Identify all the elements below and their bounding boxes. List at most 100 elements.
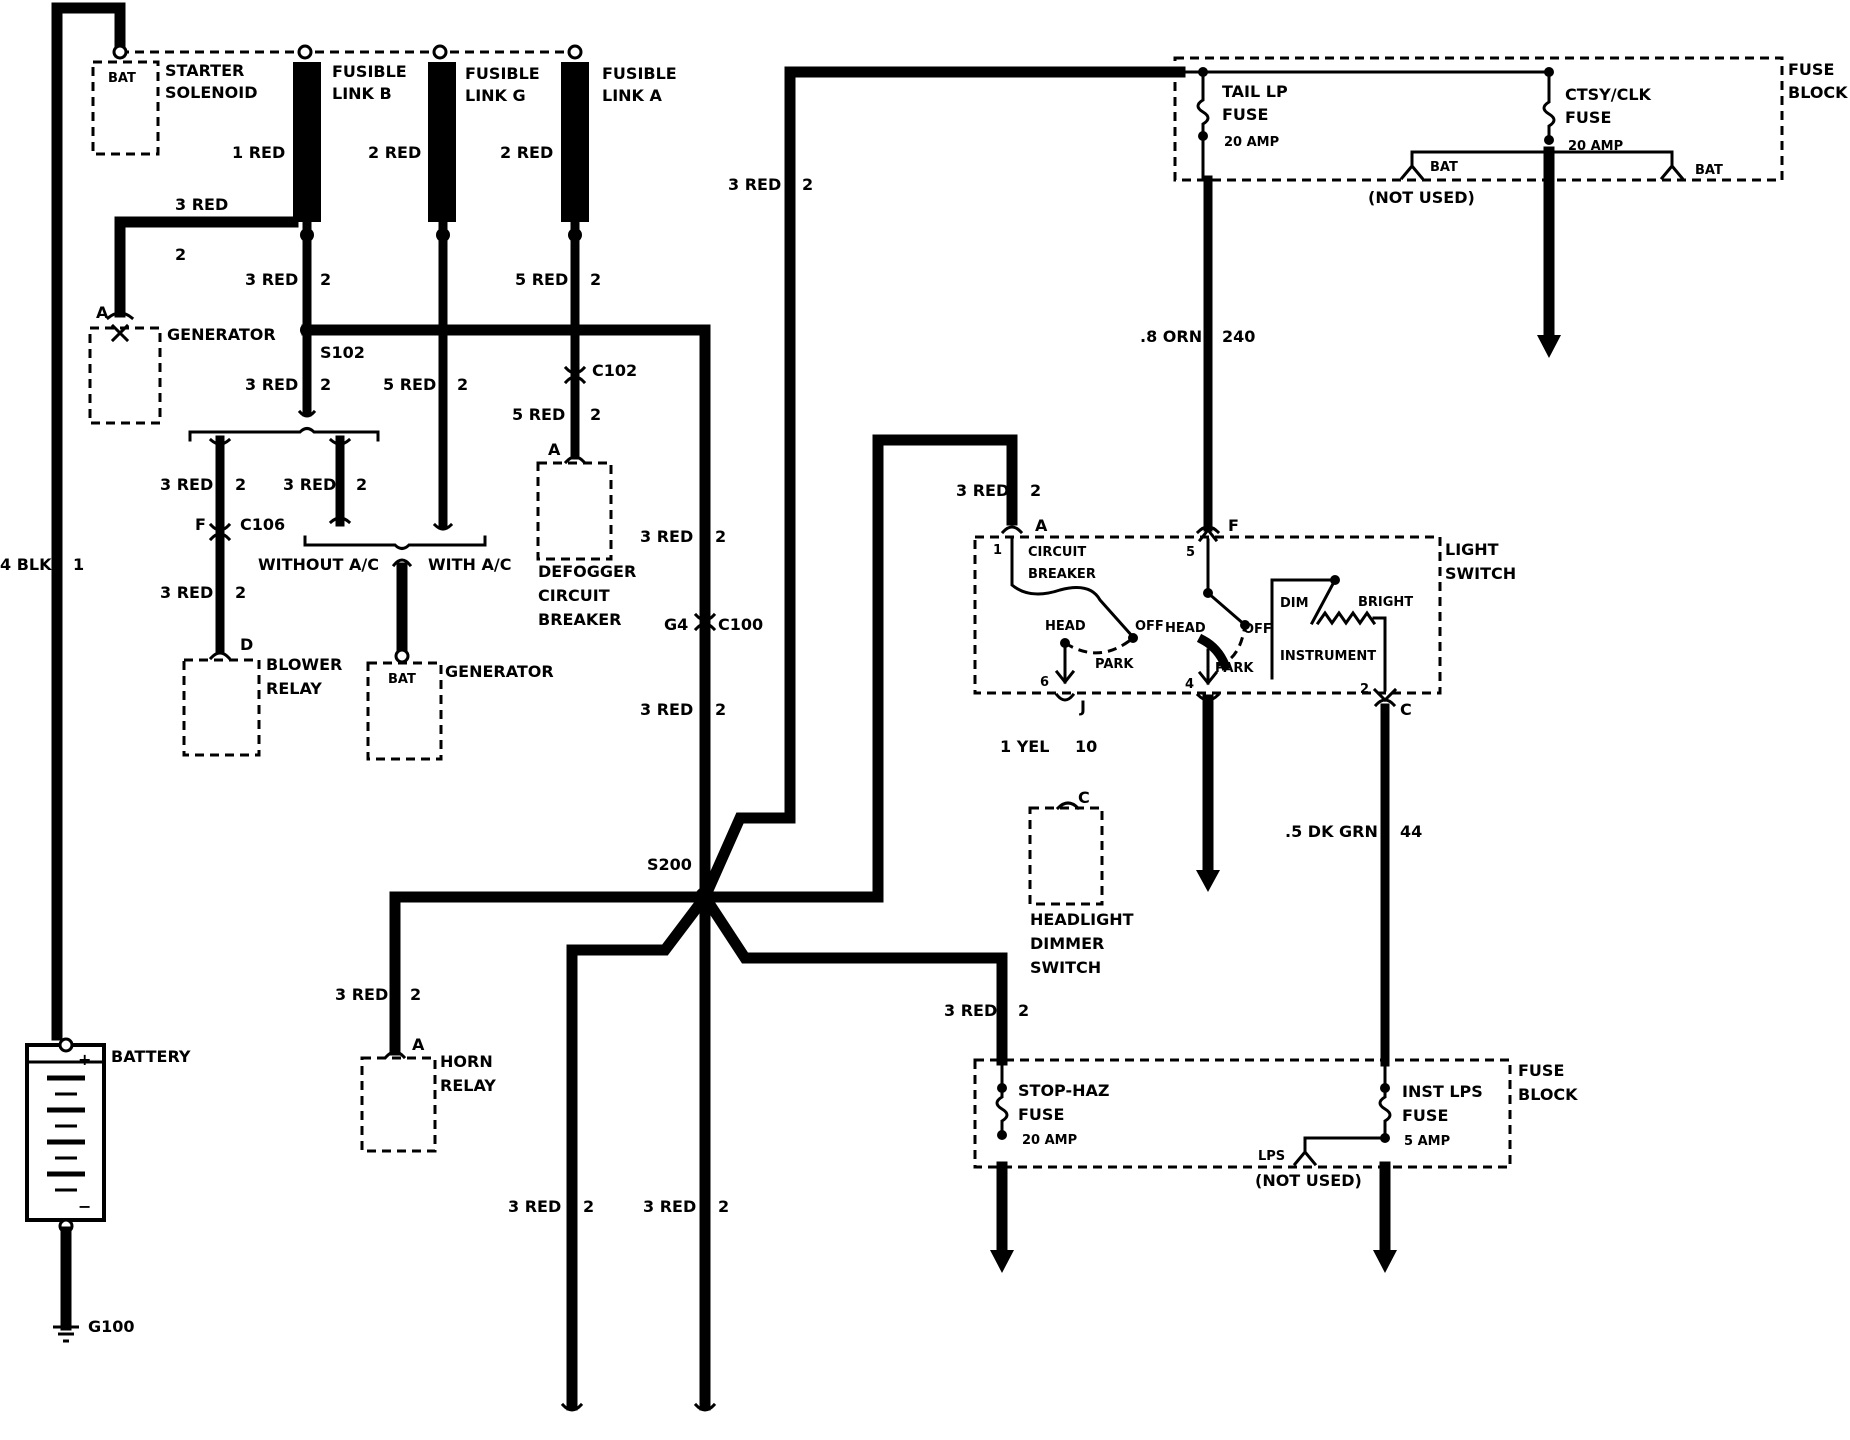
- wire-label-5red-defog-circuit: 2: [590, 405, 601, 424]
- wire-label-3red-bl-circuit: 2: [583, 1197, 594, 1216]
- wire-label-orn: .8 ORN: [1140, 327, 1202, 346]
- g4-label: G4: [664, 615, 688, 634]
- blower-relay-box: [182, 658, 261, 757]
- defogger-label-3: BREAKER: [538, 610, 621, 629]
- stop-haz-bottom-node: [997, 1130, 1007, 1140]
- head1-label: HEAD: [1045, 619, 1086, 634]
- wire-label-yel-circuit: 10: [1075, 737, 1097, 756]
- blower-connector-bottom: [208, 651, 232, 661]
- wire-label-5red-c102: 5 RED: [515, 270, 568, 289]
- dim-contact: [1330, 575, 1340, 585]
- wire-label-3red-horn-circuit: 2: [410, 985, 421, 1004]
- tail-fuse-symbol: [1196, 70, 1210, 182]
- inst-lps-label-3: 5 AMP: [1404, 1134, 1450, 1149]
- generator2-box: [366, 661, 443, 761]
- switch-j-connector: [1054, 692, 1076, 702]
- wire-label-3red-c106-up-circuit: 2: [235, 475, 246, 494]
- wire-label-dkgrn: .5 DK GRN: [1285, 822, 1378, 841]
- instrument-label: INSTRUMENT: [1280, 649, 1376, 664]
- horn-connector: [383, 1050, 407, 1060]
- wire-label-3red-switch-circuit: 2: [1030, 481, 1041, 500]
- s200-to-light-switch-wire: [699, 434, 1018, 903]
- wire-label-3red-bl: 3 RED: [508, 1197, 561, 1216]
- ctsy-output-arrow-icon: [1537, 335, 1561, 358]
- stop-haz-label-3: 20 AMP: [1022, 1133, 1077, 1148]
- wire-label-yel: 1 YEL: [1000, 737, 1049, 756]
- defogger-connector: [563, 455, 587, 465]
- bat-terminal-b: [1659, 150, 1685, 181]
- starter-solenoid-bat: BAT: [108, 71, 136, 86]
- fuse-block-bottom-label-2: BLOCK: [1518, 1085, 1578, 1104]
- pin-1: 1: [993, 543, 1002, 558]
- wire-label-3red-c100-up: 3 RED: [640, 527, 693, 546]
- wire-label-5red-withac: 5 RED: [383, 375, 436, 394]
- wire-label-3red-s102: 3 RED: [245, 270, 298, 289]
- circuit-breaker-label-2: BREAKER: [1028, 567, 1096, 582]
- wire-label-3red-c100-down: 3 RED: [640, 700, 693, 719]
- c102-label: C102: [592, 361, 637, 380]
- solenoid-bat-terminal: [112, 44, 128, 60]
- stop-haz-label-2: FUSE: [1018, 1105, 1064, 1124]
- inst-lps-label-1: INST LPS: [1402, 1082, 1483, 1101]
- generator2-label: GENERATOR: [445, 662, 554, 681]
- stop-haz-output-arrow-icon: [990, 1250, 1014, 1273]
- starter-solenoid-box: [91, 60, 160, 156]
- lps-label: LPS: [1258, 1149, 1285, 1164]
- fuse-block-bottom-label-1: FUSE: [1518, 1061, 1564, 1080]
- link-b-node: [300, 228, 314, 242]
- s200-to-top-fuse-wire: [697, 66, 1186, 905]
- wire-label-3red-gen-circuit: 2: [175, 245, 186, 264]
- inst-lps-top-node: [1380, 1083, 1390, 1093]
- battery-label: BATTERY: [111, 1047, 191, 1066]
- fuse-block-top-label-1: FUSE: [1788, 60, 1834, 79]
- pin-2: 2: [1360, 682, 1369, 697]
- generator-label: GENERATOR: [167, 325, 276, 344]
- light-switch-label-2: SWITCH: [1445, 564, 1516, 583]
- s200-to-stop-fuse-wire: [697, 889, 1008, 1066]
- blower-relay-label-2: RELAY: [266, 679, 322, 698]
- generator2-bat-label: BAT: [388, 672, 416, 687]
- wire-label-3red-c100-up-circuit: 2: [715, 527, 726, 546]
- stop-haz-fuse-symbol: [995, 1058, 1009, 1137]
- ctsy-fuse-label-3: 20 AMP: [1568, 139, 1623, 154]
- fusible-link-b: [293, 62, 321, 222]
- fusible-link-g: [428, 62, 456, 222]
- park2-label: PARK: [1215, 661, 1254, 676]
- generator-feed-wire: [114, 216, 299, 318]
- tail-fuse-label-3: 20 AMP: [1224, 135, 1279, 150]
- not-used-bottom-label: (NOT USED): [1255, 1171, 1362, 1190]
- with-ac-connector: [432, 522, 454, 531]
- wire-label-dkgrn-circuit: 44: [1400, 822, 1422, 841]
- fusible-link-b-label-1: FUSIBLE: [332, 62, 407, 81]
- c106-label: C106: [240, 515, 285, 534]
- head2-label: HEAD: [1165, 621, 1206, 636]
- blower-relay-label-1: BLOWER: [266, 655, 342, 674]
- ac-merge-bracket: [303, 535, 487, 550]
- dim-label: DIM: [1280, 596, 1309, 611]
- light-switch-label-1: LIGHT: [1445, 540, 1499, 559]
- pin-c-switch: C: [1400, 700, 1412, 719]
- headlight-dimmer-box: [1028, 806, 1104, 906]
- generator-box: [88, 326, 162, 425]
- fuse-block-bottom: [973, 1058, 1512, 1169]
- battery-pos-terminal: [58, 1037, 74, 1053]
- stop-haz-top-node: [997, 1083, 1007, 1093]
- defogger-label-2: CIRCUIT: [538, 586, 610, 605]
- off1-label: OFF: [1135, 619, 1164, 634]
- pin-j-switch: J: [1079, 697, 1086, 716]
- generator-connector: [105, 311, 135, 321]
- blower-connector-top: [208, 437, 232, 446]
- bright-label: BRIGHT: [1358, 595, 1413, 610]
- wire-label-3red-horn: 3 RED: [335, 985, 388, 1004]
- wire-label-3red-stop-circuit: 2: [1018, 1001, 1029, 1020]
- ctsy-fuse-label-2: FUSE: [1565, 108, 1611, 127]
- stop-haz-label-1: STOP-HAZ: [1018, 1081, 1110, 1100]
- head-off-contact: [1128, 633, 1138, 643]
- fuse-block-top-label-2: BLOCK: [1788, 83, 1848, 102]
- head2-to-pin4: [1197, 648, 1219, 686]
- without-ac-label: WITHOUT A/C: [258, 555, 379, 574]
- wire-label-5red-withac-circuit: 2: [457, 375, 468, 394]
- s200-label: S200: [647, 855, 692, 874]
- fusible-link-g-label-1: FUSIBLE: [465, 64, 540, 83]
